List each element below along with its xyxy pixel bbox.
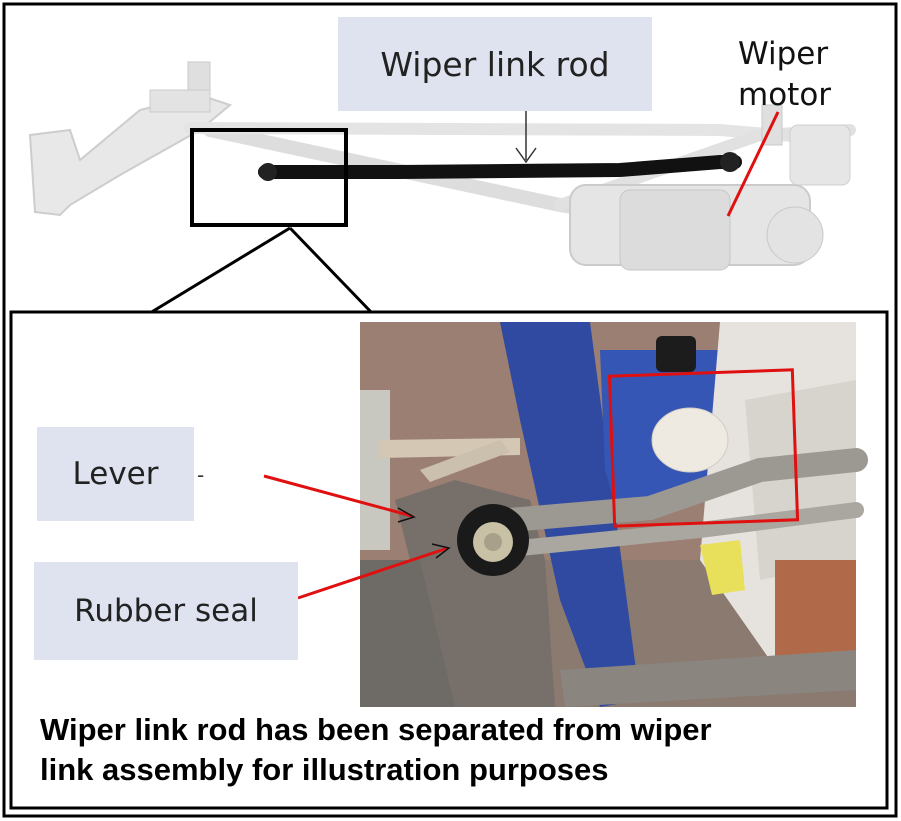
zoom-selection-box	[190, 128, 348, 227]
photo-seal-bolt-center	[484, 533, 502, 551]
wiper-link-rod-label-text: Wiper link rod	[380, 44, 610, 84]
right-pivot-bracket	[789, 124, 851, 186]
photo-lower-machinery	[360, 560, 455, 707]
photo-floor-strip-2	[420, 440, 510, 482]
linkage-assembly-illustration	[28, 61, 856, 271]
lever-pointer-line	[263, 474, 413, 518]
ball-joint-highlight-box	[607, 368, 800, 528]
photo-ball-joint	[651, 407, 729, 473]
zoom-connector-left	[149, 226, 291, 315]
left-pivot-bracket	[28, 93, 233, 217]
left-pivot-cap	[149, 89, 211, 113]
wiper-motor-housing	[619, 189, 731, 271]
lever-dash-mark: -	[197, 463, 204, 487]
caption-line1: Wiper link rod has been separated from w…	[40, 712, 712, 747]
rubber-seal-label: Rubber seal	[34, 562, 298, 660]
lever-label: Lever	[37, 427, 194, 521]
caption-line2: link assembly for illustration purposes	[40, 752, 609, 787]
photo-yellow-tag	[700, 540, 745, 595]
motor-pointer-line	[726, 111, 780, 217]
rod-end-left	[259, 163, 277, 181]
wiper-motor-label-line1: Wiper	[738, 36, 829, 72]
rubber-seal-pointer-line	[297, 546, 449, 600]
lever-pointer-arrowhead	[397, 507, 416, 523]
rod-end-right	[720, 152, 740, 172]
photo-black-bolt	[656, 336, 696, 372]
photo-lower-tube	[560, 650, 856, 707]
illustration-caption: Wiper link rod has been separated from w…	[40, 710, 860, 790]
wiper-motor-end-cap	[766, 206, 824, 264]
zoom-connector-right	[288, 226, 374, 315]
wiper-motor-label: Wiper motor	[738, 34, 848, 116]
photo-white-panel-shade	[745, 380, 856, 580]
lever-label-text: Lever	[72, 456, 159, 492]
photo-link-rod-lower	[512, 502, 864, 556]
detail-photo	[360, 322, 868, 707]
rubber-seal-pointer-arrowhead	[431, 543, 451, 559]
photo-link-rod	[498, 448, 868, 532]
wiper-link-rod-label: Wiper link rod	[338, 17, 652, 111]
rod-pointer-arrowhead	[515, 147, 537, 164]
rubber-seal-label-text: Rubber seal	[74, 593, 258, 629]
wiper-motor-label-line2: motor	[738, 77, 832, 113]
photo-grey-post	[360, 390, 390, 550]
